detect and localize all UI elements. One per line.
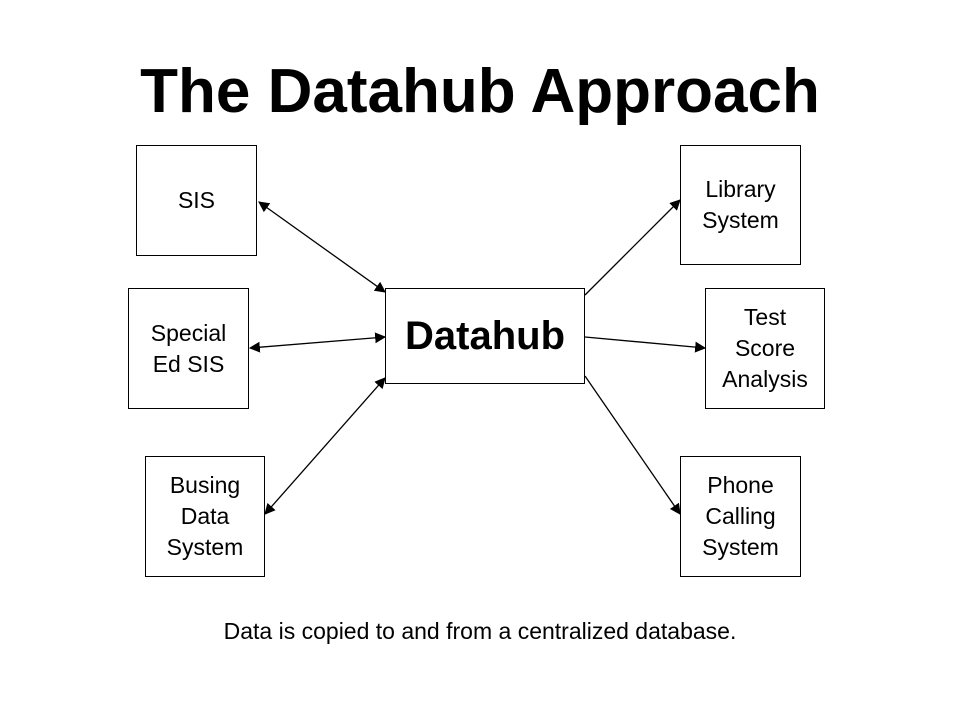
arrow-busing-hub — [264, 377, 386, 515]
test-score-analysis-box: Test Score Analysis — [705, 288, 825, 409]
arrow-sis-hub — [258, 201, 386, 293]
caption: Data is copied to and from a centralized… — [223, 618, 737, 644]
arrow-hub-library — [584, 199, 681, 296]
arrow-hub-phone — [584, 375, 681, 515]
library-system-box: Library System — [680, 145, 801, 265]
arrow-hub-test-score — [584, 336, 707, 353]
busing-data-system-box: Busing Data System — [145, 456, 265, 577]
datahub-box: Datahub — [385, 288, 585, 384]
slide-title: The Datahub Approach — [140, 57, 820, 126]
arrow-special-ed-hub — [248, 332, 387, 353]
phone-calling-system-box: Phone Calling System — [680, 456, 801, 577]
special-ed-sis-box: Special Ed SIS — [128, 288, 249, 409]
sis-box: SIS — [136, 145, 257, 256]
